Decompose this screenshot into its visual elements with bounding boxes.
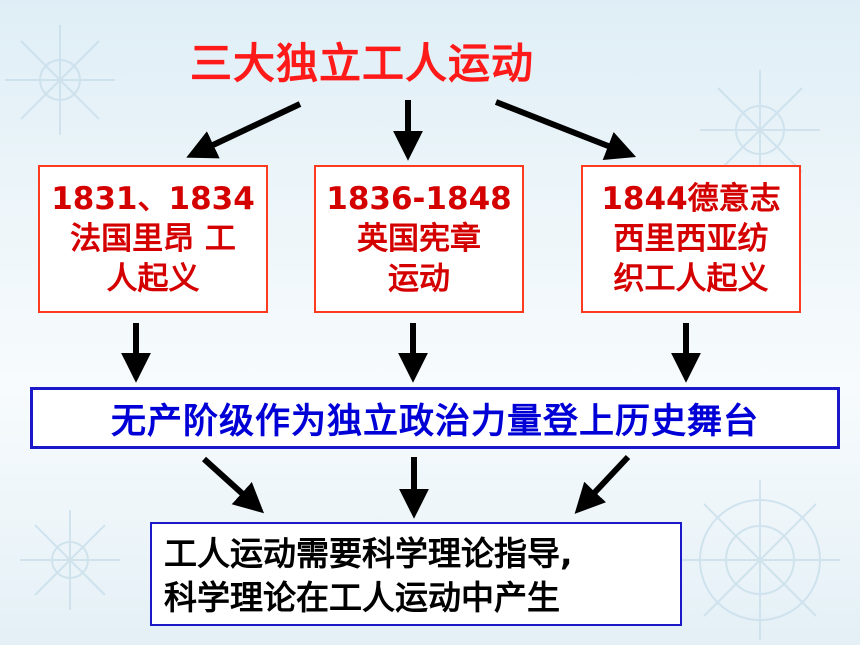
- event-line: 织工人起义: [613, 261, 769, 297]
- event-line: 人起义: [106, 261, 200, 297]
- conclusion-text: 无产阶级作为独立政治力量登上历史舞台: [110, 401, 759, 442]
- result-line: 工人运动需要科学理论指导,: [164, 534, 573, 573]
- result-box: 工人运动需要科学理论指导, 科学理论在工人运动中产生: [150, 522, 682, 626]
- snowflake-icon: [5, 25, 115, 135]
- event-box-chartism: 1836-1848 英国宪章 运动: [314, 165, 524, 313]
- snowflake-icon: [20, 510, 120, 610]
- diagram-title: 三大独立工人运动: [190, 39, 535, 88]
- event-line: 英国宪章: [357, 221, 481, 257]
- snowflake-icon: [700, 70, 820, 190]
- event-box-lyon: 1831、1834 法国里昂 工 人起义: [38, 165, 268, 313]
- event-line: 1836-1848: [326, 181, 512, 217]
- event-line: 1831、1834: [51, 181, 255, 217]
- event-line: 法国里昂 工: [70, 221, 236, 257]
- event-box-silesia: 1844德意志 西里西亚纺 织工人起义: [581, 165, 801, 313]
- conclusion-box: 无产阶级作为独立政治力量登上历史舞台: [30, 387, 840, 449]
- event-line: 1844德意志: [601, 181, 781, 217]
- event-line: 西里西亚纺: [613, 221, 769, 257]
- snowflake-icon: [680, 480, 840, 640]
- result-line: 科学理论在工人运动中产生: [164, 578, 560, 617]
- event-line: 运动: [388, 261, 450, 297]
